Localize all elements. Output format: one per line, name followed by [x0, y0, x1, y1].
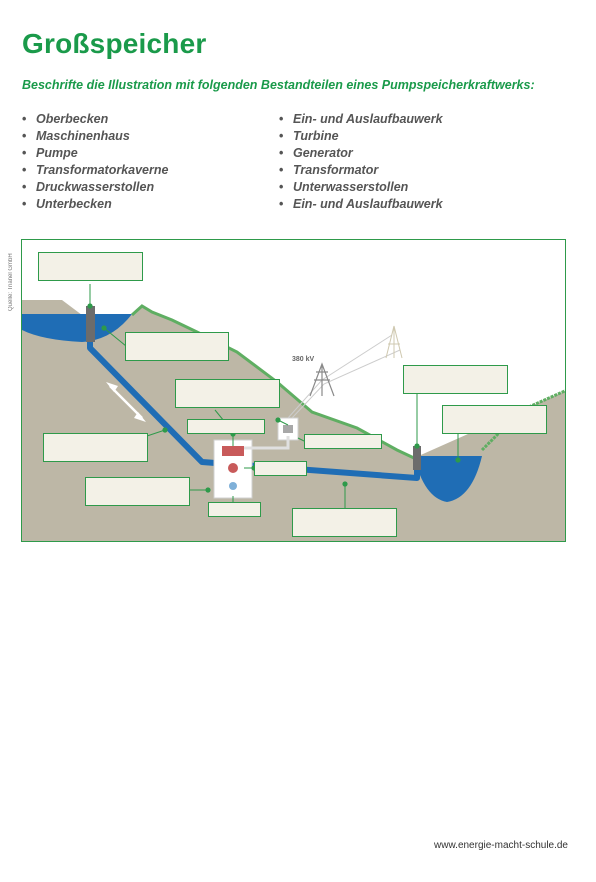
label-box-tailrace-tunnel[interactable]	[292, 508, 397, 537]
label-box-mid-small[interactable]	[187, 419, 265, 434]
bullet: •	[279, 163, 284, 177]
label-box-lower-reservoir[interactable]	[442, 405, 547, 434]
bullet: •	[279, 197, 284, 211]
list-item: •Ein- und Auslaufbauwerk	[279, 112, 443, 126]
component-list-right: •Ein- und Auslaufbauwerk •Turbine •Gener…	[279, 111, 443, 213]
bullet: •	[22, 129, 27, 143]
pylon-far	[385, 325, 403, 359]
label-box-pressure-tunnel-left[interactable]	[43, 433, 148, 462]
bullet: •	[22, 180, 27, 194]
voltage-label: 380 kV	[292, 356, 315, 363]
label-box-pressure-tunnel-upper[interactable]	[175, 379, 280, 408]
list-item: •Transformator	[279, 163, 379, 177]
list-item: •Turbine	[279, 129, 339, 143]
list-item: •Oberbecken	[22, 112, 109, 126]
label-box-machine-house[interactable]	[85, 477, 190, 506]
bullet: •	[22, 146, 27, 160]
turbine-unit	[228, 463, 238, 473]
page-title: Großspeicher	[22, 28, 207, 59]
list-item: •Unterbecken	[22, 197, 112, 211]
bullet: •	[279, 180, 284, 194]
bullet: •	[279, 146, 284, 160]
list-item: •Unterwasserstollen	[279, 180, 409, 194]
list-item: •Maschinenhaus	[22, 129, 130, 143]
cable-line	[244, 436, 290, 450]
footer-url: www.energie-macht-schule.de	[434, 840, 568, 851]
power-line-2	[291, 349, 401, 419]
instruction-text: Beschrifte die Illustration mit folgende…	[22, 78, 535, 92]
pump-unit	[229, 482, 237, 490]
label-box-turbine[interactable]	[254, 461, 307, 476]
flow-arrow-head-bottom	[134, 412, 146, 422]
list-item: •Transformatorkaverne	[22, 163, 169, 177]
list-item: •Ein- und Auslaufbauwerk	[279, 197, 443, 211]
label-box-pump[interactable]	[208, 502, 261, 517]
label-box-transformer[interactable]	[304, 434, 382, 449]
bullet: •	[279, 112, 284, 126]
lower-intake-structure	[413, 446, 421, 470]
generator-unit	[222, 446, 244, 456]
flow-arrow-head-top	[106, 382, 118, 392]
pumped-storage-illustration: 380 kV	[21, 239, 566, 542]
lower-reservoir	[414, 456, 482, 502]
label-box-upper-reservoir[interactable]	[125, 332, 229, 361]
source-credit: Quelle: Trianel GmbH	[8, 253, 14, 311]
transformer-unit	[283, 425, 293, 433]
label-box-lower-intake[interactable]	[403, 365, 508, 394]
upper-intake-structure	[86, 306, 95, 342]
bullet: •	[22, 197, 27, 211]
label-box-upper-left[interactable]	[38, 252, 143, 281]
pylon-near	[309, 362, 335, 397]
upper-reservoir	[22, 314, 132, 342]
list-item: •Generator	[279, 146, 353, 160]
list-item: •Pumpe	[22, 146, 78, 160]
flow-arrow	[109, 385, 143, 419]
bullet: •	[22, 112, 27, 126]
list-item: •Druckwasserstollen	[22, 180, 155, 194]
bullet: •	[279, 129, 284, 143]
component-list-left: •Oberbecken •Maschinenhaus •Pumpe •Trans…	[22, 111, 168, 213]
bullet: •	[22, 163, 27, 177]
